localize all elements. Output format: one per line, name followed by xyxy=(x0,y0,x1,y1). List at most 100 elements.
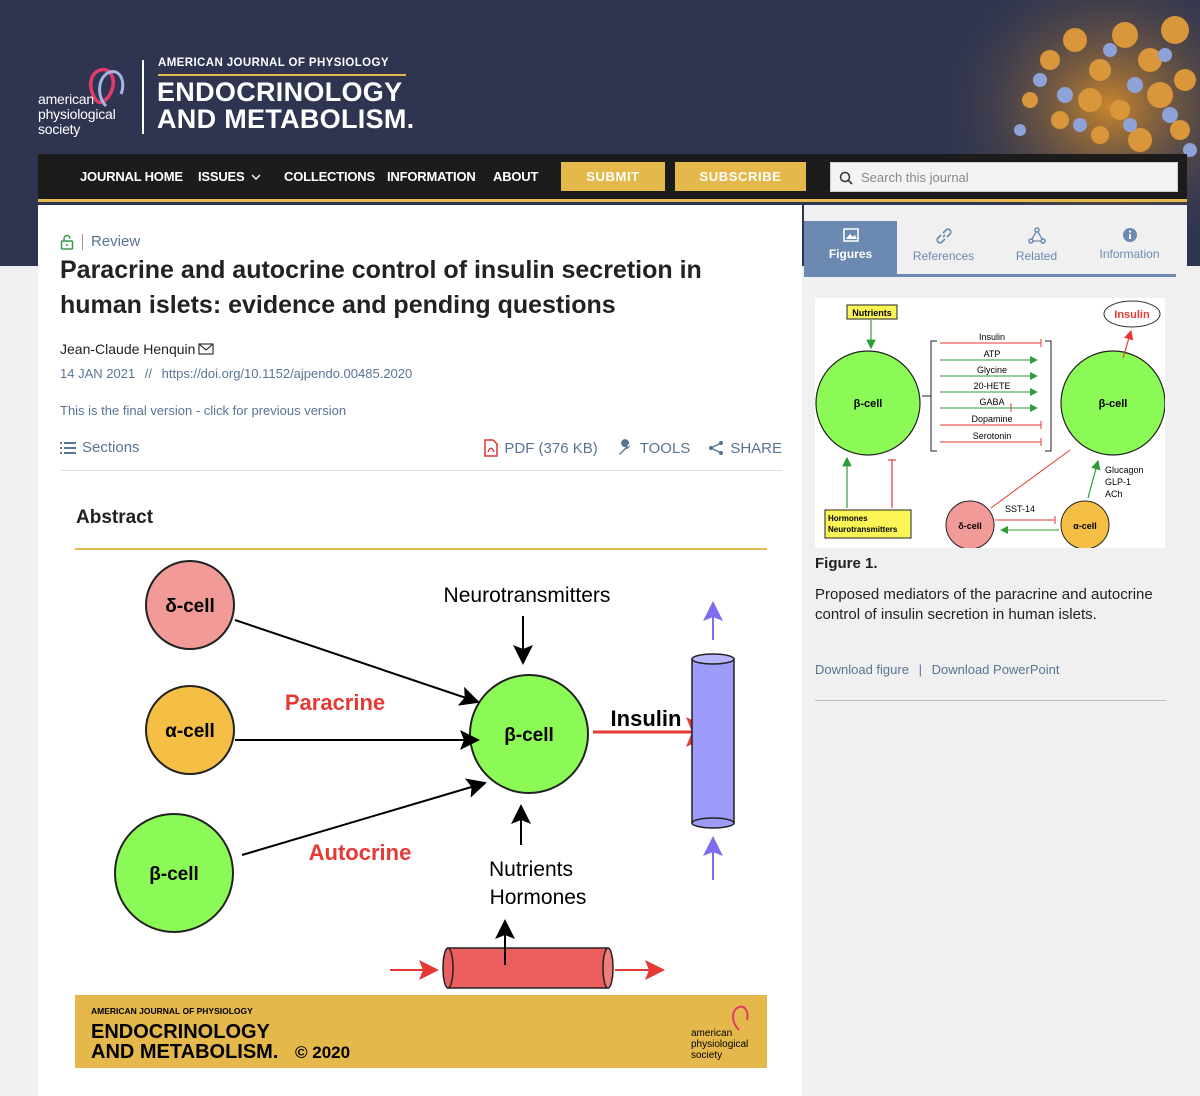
download-powerpoint-link[interactable]: Download PowerPoint xyxy=(931,662,1060,677)
publication-date: 14 JAN 2021 xyxy=(60,366,136,381)
footer-copyright: © 2020 xyxy=(295,1043,350,1062)
logo-divider xyxy=(142,60,144,134)
svg-text:Serotonin: Serotonin xyxy=(973,431,1012,441)
subscribe-button[interactable]: SUBSCRIBE xyxy=(675,162,806,191)
fig1-delta-label: δ-cell xyxy=(958,521,981,531)
email-icon[interactable] xyxy=(198,343,215,355)
fig1-right-beta-label: β-cell xyxy=(1099,398,1128,410)
hormones-label: Hormones xyxy=(490,886,587,909)
svg-text:Glycine: Glycine xyxy=(977,365,1007,375)
tab-related[interactable]: Related xyxy=(990,221,1083,274)
delta-arrow xyxy=(234,619,480,706)
nav-information[interactable]: INFORMATION xyxy=(387,169,476,184)
pdf-button[interactable]: PDF (376 KB) xyxy=(484,439,598,457)
article-tools: PDF (376 KB) TOOLS SHARE xyxy=(466,439,782,457)
list-icon xyxy=(60,441,76,454)
image-icon xyxy=(842,228,859,242)
neurotransmitters-label: Neurotransmitters xyxy=(444,584,611,607)
footer-aps-logo-icon xyxy=(732,1005,749,1031)
search-input[interactable] xyxy=(861,163,1171,191)
download-figure-link[interactable]: Download figure xyxy=(815,662,909,677)
graphical-abstract-figure[interactable]: δ-cell α-cell β-cell β-cell Paracrine Au… xyxy=(75,548,767,1068)
figure-1-thumbnail[interactable]: Nutrients β-cell β-cell Insulin Insulin … xyxy=(815,298,1165,548)
fig1-insulin-label: Insulin xyxy=(1114,309,1150,321)
alpha-cell-circle xyxy=(145,685,235,775)
fig1-bracket-left xyxy=(930,340,937,452)
nav-issues[interactable]: ISSUES xyxy=(198,154,261,199)
fig1-ach-label: ACh xyxy=(1105,489,1123,499)
search-box xyxy=(830,162,1178,192)
fig1-delta-circle xyxy=(945,500,995,548)
fig1-glp1-label: GLP-1 xyxy=(1105,477,1131,487)
author-name[interactable]: Jean-Claude Henquin xyxy=(60,341,196,357)
date-separator: // xyxy=(144,366,153,381)
fig1-left-beta-label: β-cell xyxy=(854,398,883,410)
svg-text:GABA: GABA xyxy=(979,397,1004,407)
main-navbar: JOURNAL HOME ISSUES COLLECTIONS INFORMAT… xyxy=(38,154,1187,202)
fig1-hormones-box xyxy=(824,509,912,539)
svg-text:ATP: ATP xyxy=(984,349,1001,359)
info-icon xyxy=(1122,228,1137,242)
fig1-sst-label: SST-14 xyxy=(1005,504,1035,514)
footer-journal-line2: AND METABOLISM. xyxy=(91,1041,278,1063)
search-icon[interactable] xyxy=(839,171,853,185)
fig1-hormones-label: Hormones xyxy=(828,514,868,523)
share-icon xyxy=(709,441,724,455)
fig1-delta-to-beta-line xyxy=(990,449,1071,509)
figure-label: Figure 1. xyxy=(815,555,878,572)
submit-button[interactable]: SUBMIT xyxy=(561,162,665,191)
sidebar-divider xyxy=(815,700,1166,701)
toolbar-divider xyxy=(60,470,782,471)
footer-journal-small: AMERICAN JOURNAL OF PHYSIOLOGY xyxy=(91,1006,253,1016)
footer-journal-line1: ENDOCRINOLOGY xyxy=(91,1021,271,1043)
delta-cell-circle xyxy=(145,560,235,650)
pdf-icon xyxy=(484,439,499,457)
version-link[interactable]: This is the final version - click for pr… xyxy=(60,403,347,418)
link-icon xyxy=(935,228,952,244)
red-vessel xyxy=(442,947,614,989)
footer-society-line2: physiological xyxy=(691,1039,748,1050)
abstract-rule xyxy=(75,548,767,550)
paracrine-label: Paracrine xyxy=(285,690,385,715)
tools-button[interactable]: TOOLS xyxy=(616,439,690,457)
open-lock-icon xyxy=(60,234,74,250)
autocrine-label: Autocrine xyxy=(309,840,412,865)
journal-title[interactable]: ENDOCRINOLOGY AND METABOLISM. xyxy=(157,77,415,134)
journal-underline xyxy=(158,74,406,76)
wrench-icon xyxy=(618,439,630,455)
fig1-right-beta-circle xyxy=(1060,350,1165,456)
publication-info: 14 JAN 2021 // https://doi.org/10.1152/a… xyxy=(60,366,412,381)
fig1-insulin-arrow xyxy=(1122,329,1134,359)
fig1-nutrients-label: Nutrients xyxy=(852,308,892,318)
figure-footer-band xyxy=(75,995,767,1068)
nav-about[interactable]: ABOUT xyxy=(493,169,539,184)
share-button[interactable]: SHARE xyxy=(708,440,782,457)
tab-figures[interactable]: Figures xyxy=(804,221,897,274)
abstract-heading: Abstract xyxy=(76,507,154,528)
author-line: Jean-Claude Henquin xyxy=(60,341,215,357)
nav-collections[interactable]: COLLECTIONS xyxy=(284,169,375,184)
nutrients-label: Nutrients xyxy=(489,858,573,881)
sections-button[interactable]: Sections xyxy=(60,439,140,456)
fig1-alpha-circle xyxy=(1060,500,1110,548)
chevron-down-icon xyxy=(251,174,261,180)
tab-references[interactable]: References xyxy=(897,221,990,274)
insulin-label: Insulin xyxy=(611,706,682,731)
link-separator: | xyxy=(918,662,922,677)
doi-link[interactable]: https://doi.org/10.1152/ajpendo.00485.20… xyxy=(161,366,413,381)
nav-journal-home[interactable]: JOURNAL HOME xyxy=(80,169,183,184)
figure-caption: Proposed mediators of the paracrine and … xyxy=(815,586,1153,623)
beta-cell-label-left: β-cell xyxy=(149,864,199,885)
delta-cell-label: δ-cell xyxy=(165,596,215,617)
svg-text:20-HETE: 20-HETE xyxy=(973,381,1010,391)
article-title: Paracrine and autocrine control of insul… xyxy=(60,256,702,319)
network-icon xyxy=(1027,227,1046,244)
svg-text:Insulin: Insulin xyxy=(979,332,1005,342)
tab-information[interactable]: Information xyxy=(1083,221,1176,274)
beta-arrow xyxy=(241,778,487,856)
footer-society-line3: society xyxy=(691,1050,722,1061)
fig1-left-beta-circle xyxy=(815,350,921,456)
aps-logo-icon xyxy=(89,67,125,108)
footer-society-line1: american xyxy=(691,1028,732,1039)
purple-vessel xyxy=(691,653,735,829)
